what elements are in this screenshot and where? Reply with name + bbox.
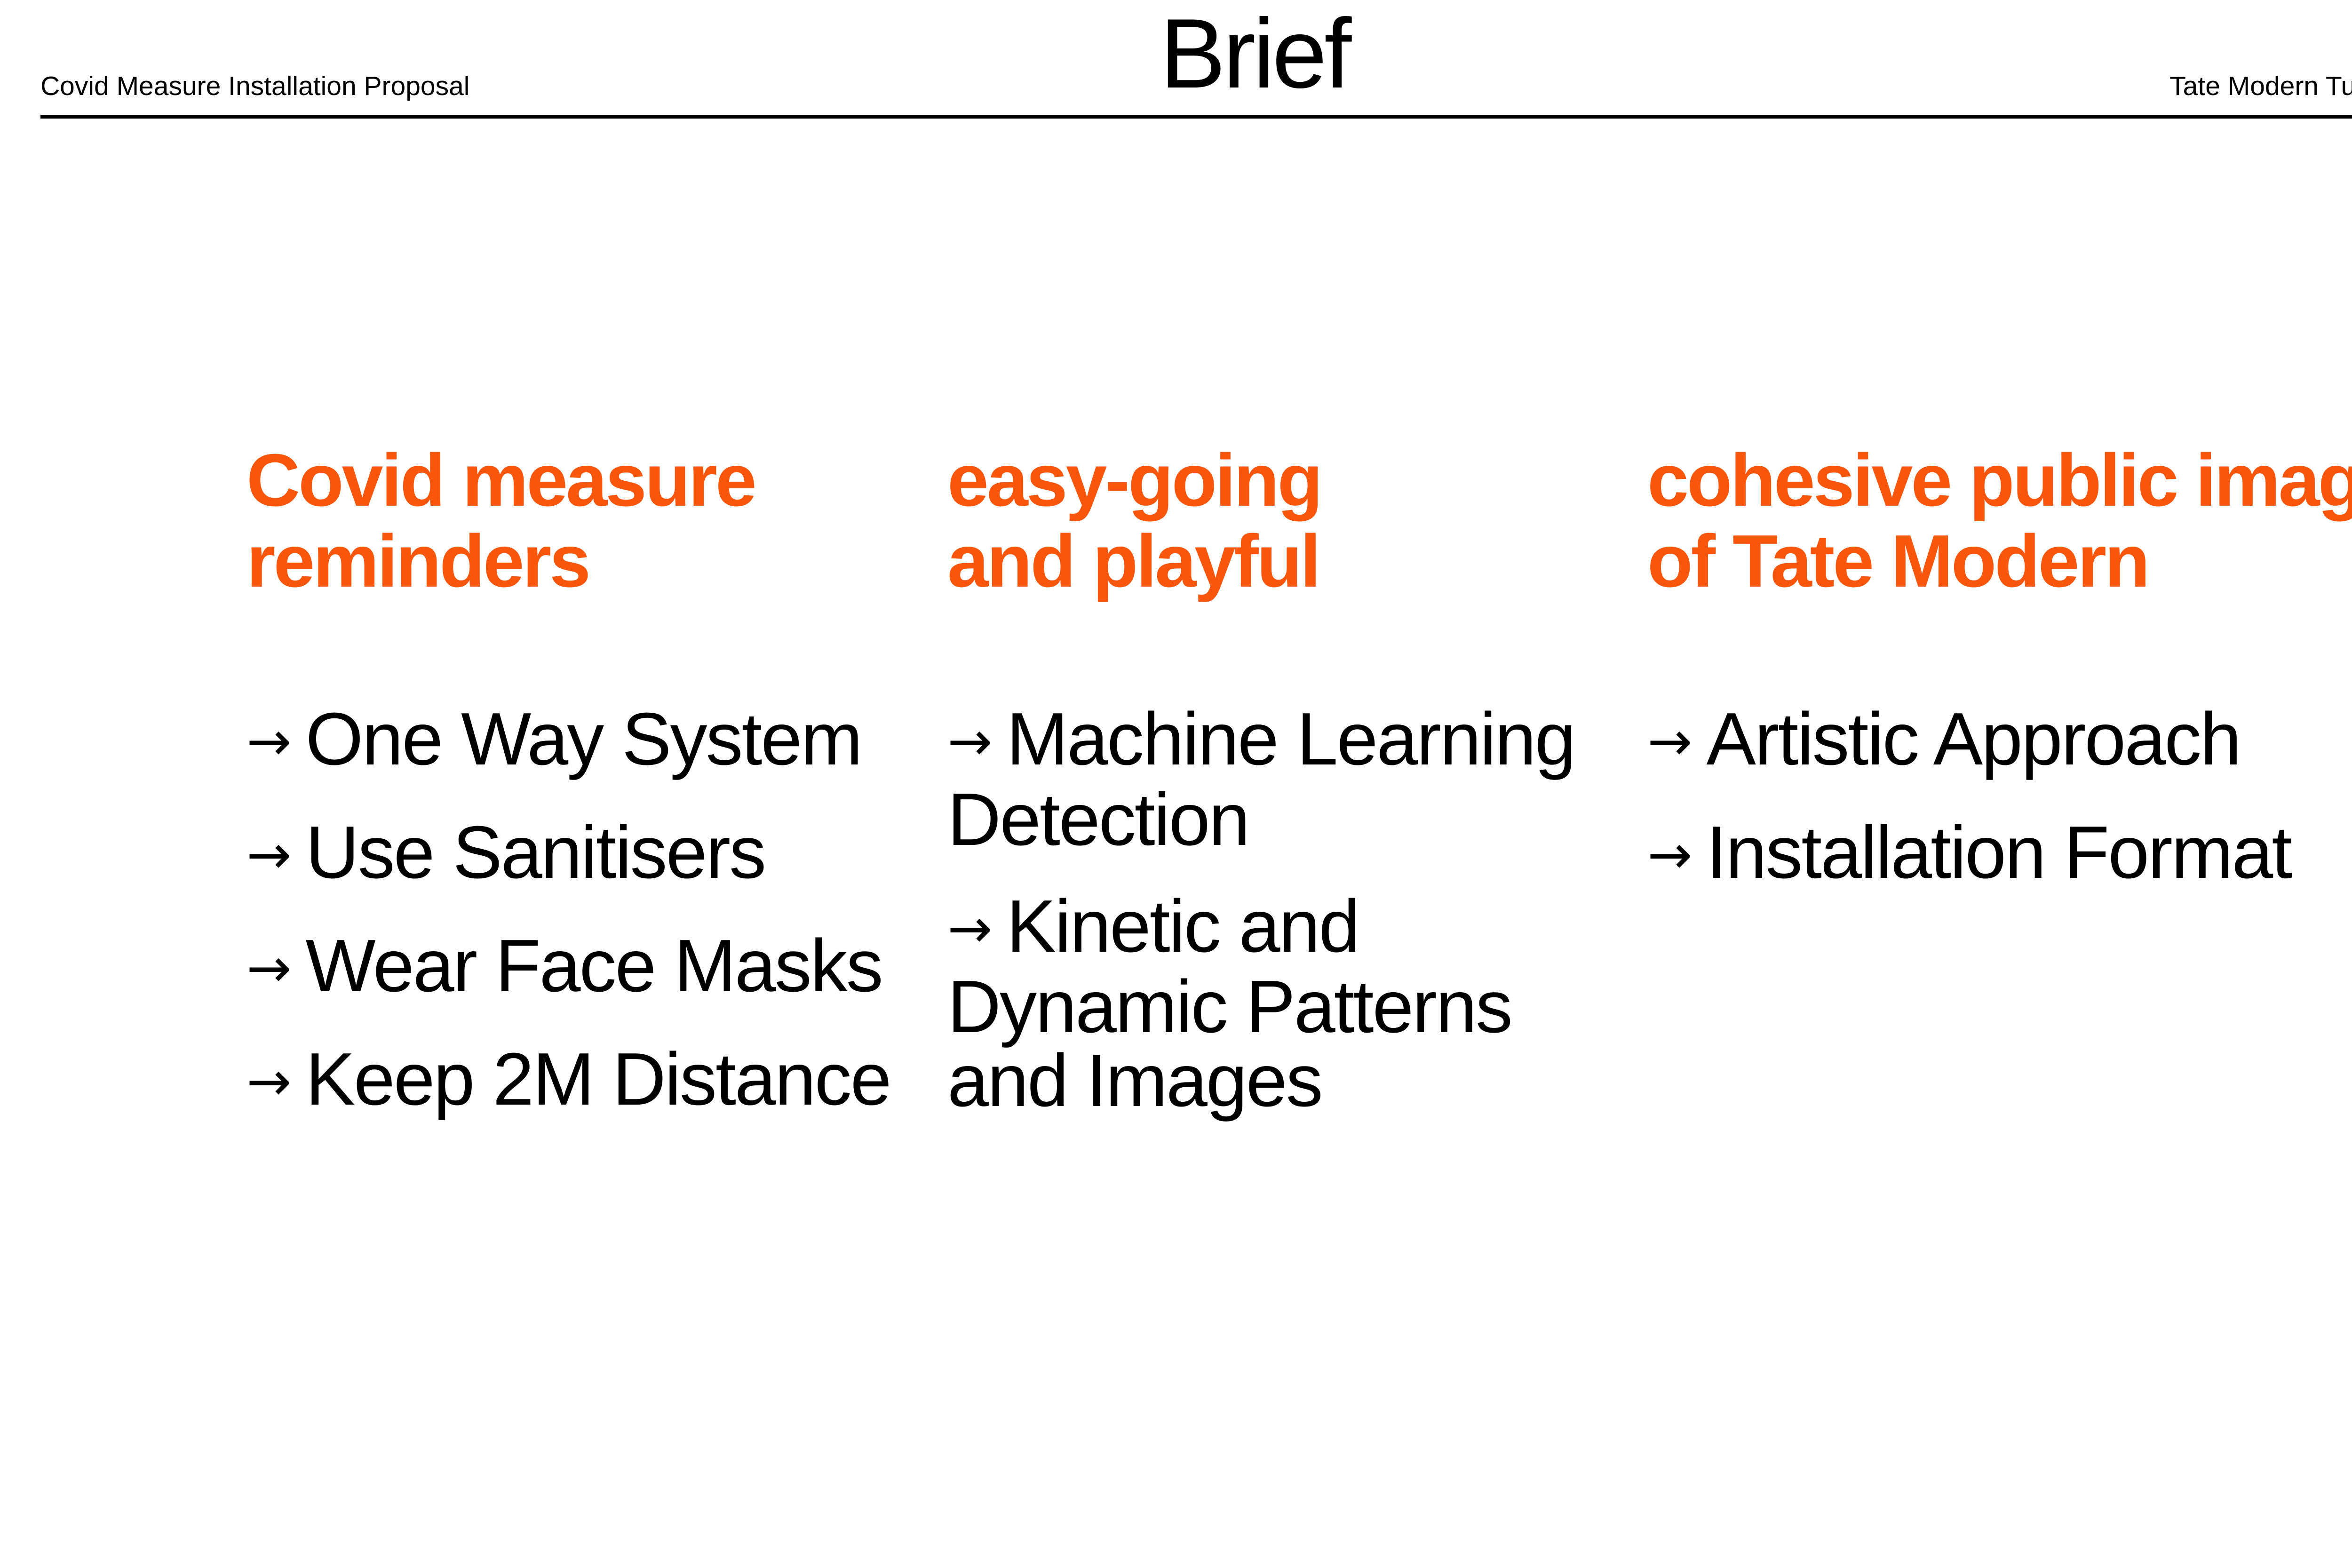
- arrow-icon: →: [246, 710, 292, 772]
- list-item-label: Wear Face Masks: [305, 924, 883, 1007]
- arrow-icon: →: [947, 710, 993, 772]
- header-right-label: Tate Modern Turbine Hall: [2169, 71, 2352, 101]
- column-covid-measure-reminders: Covid measure reminders →One Way System→…: [246, 440, 933, 1156]
- list-item: →Kinetic and Dynamic Patterns and Images: [947, 889, 1634, 1118]
- list-item-label: Machine Learning Detection: [947, 698, 1576, 861]
- arrow-icon: →: [1647, 823, 1692, 886]
- column-list: →Artistic Approach→Installation Format: [1647, 702, 2352, 896]
- column-heading: cohesive public image of Tate Modern: [1647, 439, 2352, 603]
- column-cohesive-public-image: cohesive public image of Tate Modern →Ar…: [1647, 440, 2352, 929]
- arrow-icon: →: [246, 937, 292, 999]
- list-item: →Installation Format: [1647, 815, 2352, 896]
- arrow-icon: →: [246, 1050, 292, 1113]
- list-item-label: Artistic Approach: [1706, 698, 2242, 780]
- list-item: →Wear Face Masks: [246, 929, 933, 1010]
- arrow-icon: →: [947, 897, 993, 960]
- list-item-label: One Way System: [305, 698, 863, 780]
- list-item-label: Use Sanitisers: [305, 811, 767, 894]
- column-heading: Covid measure reminders: [246, 439, 757, 603]
- list-item: →Machine Learning Detection: [947, 702, 1634, 857]
- list-item-label: Keep 2M Distance: [305, 1038, 892, 1121]
- list-item-label: Kinetic and Dynamic Patterns and Images: [947, 885, 1513, 1122]
- column-list: →Machine Learning Detection →Kinetic and …: [947, 702, 1634, 1118]
- header-left-label: Covid Measure Installation Proposal: [40, 71, 470, 101]
- arrow-icon: →: [246, 823, 292, 886]
- column-easy-going-playful: easy-going and playful →Machine Learning…: [947, 440, 1634, 1151]
- list-item: →Use Sanitisers: [246, 815, 933, 896]
- list-item: →Artistic Approach: [1647, 702, 2352, 783]
- list-item: →Keep 2M Distance: [246, 1042, 933, 1123]
- page-title: Brief: [1160, 0, 1352, 109]
- header-rule: [40, 115, 2352, 119]
- list-item: →One Way System: [246, 702, 933, 783]
- list-item-label: Installation Format: [1706, 811, 2293, 894]
- arrow-icon: →: [1647, 710, 1692, 772]
- column-heading: easy-going and playful: [947, 439, 1323, 603]
- column-list: →One Way System→Use Sanitisers→Wear Face…: [246, 702, 933, 1123]
